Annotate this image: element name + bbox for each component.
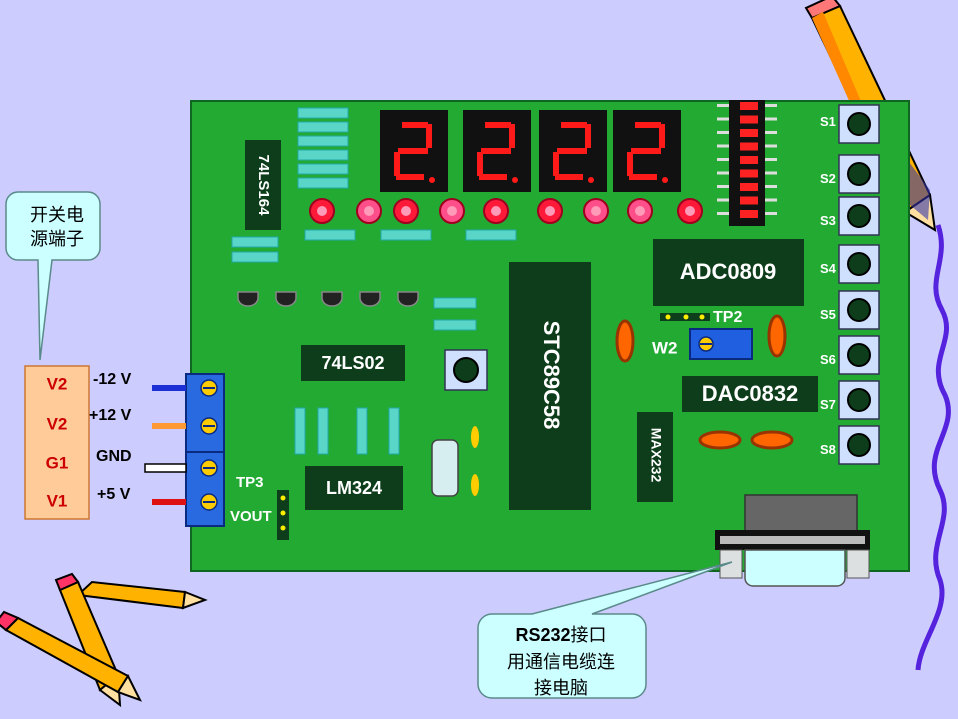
pencil-decoration-bottom-left xyxy=(0,572,208,708)
terminal-label: G1 xyxy=(46,453,69,472)
push-button-s8[interactable]: S8 xyxy=(820,425,880,465)
orange-capacitor-left xyxy=(615,319,635,363)
chip-max232-label: MAX232 xyxy=(648,428,664,483)
seven-segment-digit: 2 xyxy=(463,110,531,192)
callout-power-switch-line1: 开关电 xyxy=(30,205,84,225)
tp2-header xyxy=(660,313,710,321)
push-button-s1[interactable]: S1 xyxy=(820,104,880,144)
push-button-label: S3 xyxy=(820,213,836,228)
push-button-label: S8 xyxy=(820,442,836,457)
push-button-label: S4 xyxy=(820,261,837,276)
tp2-label: TP2 xyxy=(713,309,742,326)
callout-power-switch-line2: 源端子 xyxy=(30,229,84,249)
transistor-row xyxy=(237,291,419,307)
power-wires xyxy=(144,385,187,505)
reset-button[interactable] xyxy=(444,349,488,391)
db9-connector[interactable] xyxy=(715,494,870,587)
yellow-capacitors xyxy=(471,426,479,496)
power-terminal-block xyxy=(185,373,225,527)
callout-rs232-bold: RS232 xyxy=(515,625,570,645)
wire-label: +12 V xyxy=(89,407,132,424)
terminal-label: V2 xyxy=(47,374,68,393)
callout-rs232: RS232接口 用通信电缆连 接电脑 xyxy=(477,561,733,699)
w2-label: W2 xyxy=(652,338,678,357)
chip-74ls164-label: 74LS164 xyxy=(255,155,272,217)
terminal-label: V1 xyxy=(47,491,68,510)
chip-adc0809 xyxy=(653,239,804,306)
push-button-label: S7 xyxy=(820,397,836,412)
chip-stc89c58-label: STC89C58 xyxy=(539,321,564,430)
wire-label: -12 V xyxy=(93,371,132,388)
vout-header xyxy=(277,490,289,540)
push-button-label: S6 xyxy=(820,352,836,367)
decorative-squiggle xyxy=(915,224,951,671)
tp3-label: TP3 xyxy=(236,474,264,491)
push-button-s3[interactable]: S3 xyxy=(820,196,880,236)
chip-74ls02-label: 74LS02 xyxy=(321,353,384,373)
push-button-s4[interactable]: S4 xyxy=(820,244,880,284)
wire-label: +5 V xyxy=(97,486,131,503)
wire-labels: -12 V +12 V GND +5 V xyxy=(89,371,132,503)
seven-segment-digit: 2 xyxy=(613,110,681,192)
callout-rs232-rest: 接口 xyxy=(571,625,607,645)
chip-stc89c58 xyxy=(509,262,591,510)
chip-adc0809-label: ADC0809 xyxy=(680,259,777,284)
seven-segment-digit: 2 xyxy=(380,110,448,192)
terminal-label-box xyxy=(24,365,90,520)
callout-rs232-line2: 用通信电缆连 xyxy=(507,652,615,672)
resistor-network xyxy=(717,100,777,226)
push-button-s5[interactable]: S5 xyxy=(820,290,880,330)
chip-74ls02 xyxy=(301,345,405,381)
crystal-oscillator xyxy=(431,439,459,497)
chip-max232 xyxy=(637,412,673,502)
callout-power-switch: 开关电 源端子 xyxy=(5,191,101,361)
push-button-s6[interactable]: S6 xyxy=(820,335,880,375)
push-button-label: S1 xyxy=(820,114,836,129)
chip-dac0832 xyxy=(682,376,818,412)
orange-capacitor-h1 xyxy=(698,430,742,450)
terminal-label: V2 xyxy=(47,414,68,433)
push-button-label: S5 xyxy=(820,307,836,322)
led-row xyxy=(309,198,703,224)
callout-rs232-line1: RS232接口 xyxy=(515,625,606,645)
orange-capacitor-right xyxy=(767,314,787,358)
vout-label: VOUT xyxy=(230,508,272,525)
orange-capacitor-h2 xyxy=(750,430,794,450)
wire-label: GND xyxy=(96,448,132,465)
seven-segment-digit: 2 xyxy=(539,110,607,192)
push-button-s2[interactable]: S2 xyxy=(820,154,880,194)
chip-dac0832-label: DAC0832 xyxy=(702,381,799,406)
chip-lm324 xyxy=(305,466,403,510)
resistor-strips-top xyxy=(231,107,517,331)
push-button-s7[interactable]: S7 xyxy=(820,380,880,420)
push-button-label: S2 xyxy=(820,171,836,186)
chip-74ls164 xyxy=(245,140,281,230)
capacitors-vertical xyxy=(294,407,400,455)
callout-rs232-line3: 接电脑 xyxy=(534,678,588,698)
chip-lm324-label: LM324 xyxy=(326,478,382,498)
w2-potentiometer[interactable] xyxy=(689,328,753,360)
